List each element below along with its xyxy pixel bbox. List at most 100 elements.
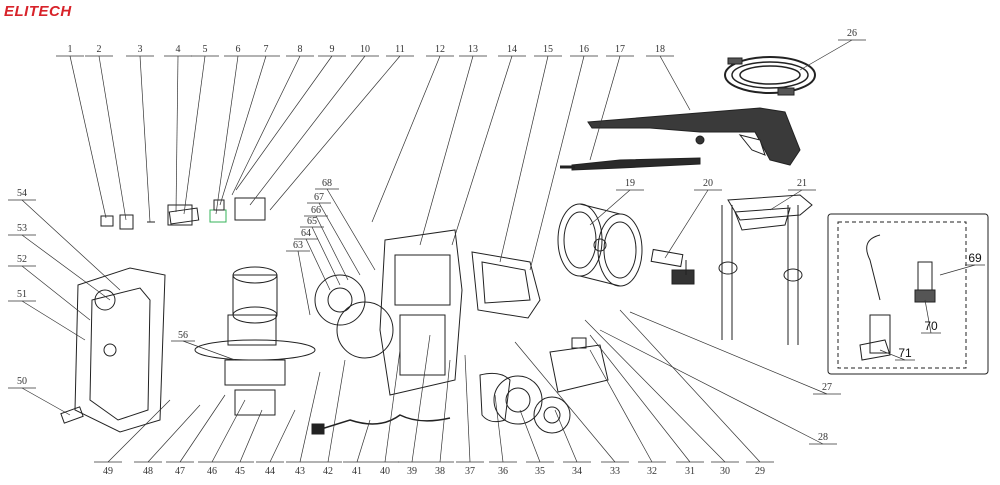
callout-leader-45: [239, 409, 263, 463]
callout-63: 63: [293, 240, 303, 251]
parts-drawing: [60, 56, 989, 435]
callout-32: 32: [647, 466, 657, 477]
callout-69: 69: [968, 251, 982, 265]
callout-leader-64: [305, 238, 331, 291]
callout-6: 6: [236, 44, 241, 55]
callout-leader-39: [411, 334, 431, 463]
callout-leader-15: [499, 55, 549, 263]
callout-leader-70: [924, 299, 932, 334]
callout-leader-19: [589, 189, 631, 226]
brand-logo: ELITECH: [4, 3, 72, 20]
callout-17: 17: [615, 44, 625, 55]
callout-19: 19: [625, 178, 635, 189]
callout-leader-12: [371, 55, 441, 223]
callout-50: 50: [17, 376, 27, 387]
callout-65: 65: [307, 216, 317, 227]
callout-9: 9: [330, 44, 335, 55]
callout-leader-11: [269, 55, 401, 211]
callout-41: 41: [352, 466, 362, 477]
part-detergent-bottle: [549, 337, 609, 393]
callout-34: 34: [572, 466, 582, 477]
callout-leader-28: [599, 329, 824, 445]
part-small-fittings: [100, 197, 266, 230]
callout-leader-38: [439, 359, 451, 463]
callout-leader-14: [451, 55, 513, 246]
callout-leader-37: [464, 354, 471, 463]
callout-leader-5: [183, 55, 206, 215]
part-front-cover: [74, 267, 166, 433]
callout-leader-50: [21, 387, 71, 416]
callout-16: 16: [579, 44, 589, 55]
part-spray-gun: [587, 107, 801, 166]
callout-46: 46: [207, 466, 217, 477]
callout-leader-51: [21, 300, 86, 341]
callout-47: 47: [175, 466, 185, 477]
callout-8: 8: [298, 44, 303, 55]
callout-leader-4: [175, 55, 179, 213]
callout-leader-69: [939, 264, 976, 276]
callout-leader-68: [326, 188, 376, 271]
callout-leader-43: [299, 371, 321, 463]
callout-26: 26: [847, 28, 857, 39]
callout-leader-18: [659, 55, 691, 111]
part-main-body: [379, 229, 463, 396]
callout-leader-52: [21, 265, 91, 321]
callout-2: 2: [97, 44, 102, 55]
callout-52: 52: [17, 254, 27, 265]
callout-leader-42: [327, 359, 346, 463]
callout-leader-48: [147, 404, 201, 463]
callout-51: 51: [17, 289, 27, 300]
callout-18: 18: [655, 44, 665, 55]
callout-leader-33: [514, 341, 616, 463]
callout-leader-32: [589, 349, 653, 463]
callout-12: 12: [435, 44, 445, 55]
callout-leader-1: [69, 55, 107, 219]
part-power-cord: [311, 414, 451, 435]
callout-10: 10: [360, 44, 370, 55]
callout-leader-16: [529, 55, 585, 271]
callout-21: 21: [797, 178, 807, 189]
callout-leader-29: [619, 309, 761, 463]
callout-43: 43: [295, 466, 305, 477]
callout-leader-6: [215, 55, 239, 215]
callout-leader-8: [231, 55, 301, 196]
callout-leader-54: [21, 199, 121, 291]
callout-56: 56: [178, 330, 188, 341]
callout-36: 36: [498, 466, 508, 477]
callout-leader-9: [235, 55, 333, 191]
callout-leader-13: [419, 55, 474, 246]
callout-64: 64: [301, 228, 311, 239]
callout-leader-3: [139, 55, 151, 223]
callout-14: 14: [507, 44, 517, 55]
callout-leader-30: [584, 319, 726, 463]
callout-3: 3: [138, 44, 143, 55]
callout-leader-56: [182, 340, 236, 361]
callout-leader-40: [384, 349, 401, 463]
callout-37: 37: [465, 466, 475, 477]
callout-leader-36: [494, 394, 504, 463]
callout-leader-65: [311, 226, 341, 286]
callout-31: 31: [685, 466, 695, 477]
callout-leader-47: [179, 394, 226, 463]
callout-70: 70: [924, 319, 938, 333]
callout-5: 5: [203, 44, 208, 55]
callout-leader-67: [318, 202, 361, 276]
callout-38: 38: [435, 466, 445, 477]
part-rear-panel: [471, 251, 541, 319]
callout-27: 27: [822, 382, 832, 393]
callout-45: 45: [235, 466, 245, 477]
callout-leader-10: [249, 55, 366, 206]
callout-67: 67: [314, 192, 324, 203]
callout-leader-17: [589, 55, 621, 161]
callout-leader-31: [589, 334, 691, 463]
callout-leader-63: [297, 250, 311, 316]
part-wheels: [479, 372, 571, 434]
callout-11: 11: [395, 44, 405, 55]
callout-13: 13: [468, 44, 478, 55]
callout-49: 49: [103, 466, 113, 477]
callout-leader-46: [211, 399, 246, 463]
callout-leader-41: [356, 419, 371, 463]
part-motor-pump: [194, 266, 316, 416]
